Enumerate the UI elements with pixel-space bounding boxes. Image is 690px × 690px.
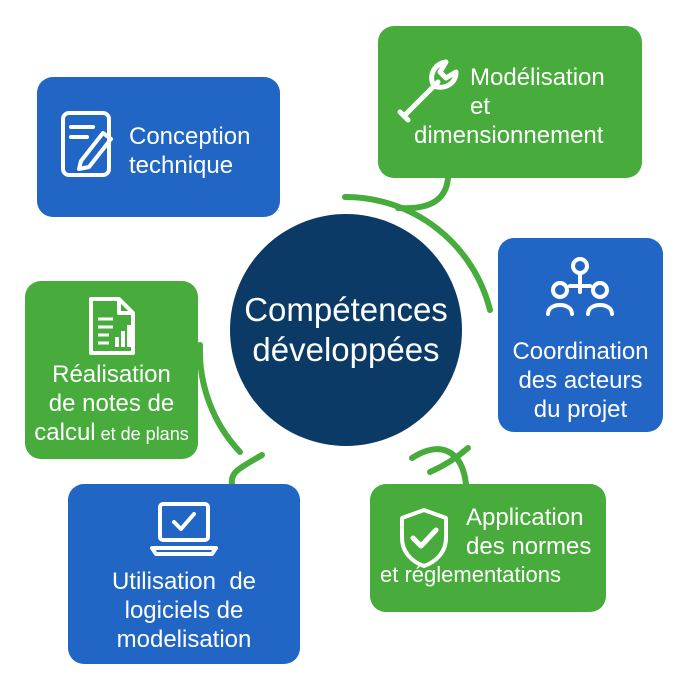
card-application-line3: et réglementations <box>380 561 561 587</box>
card-realisation: Réalisation de notes de calcul et de pla… <box>25 281 198 459</box>
connector-bottom-left-card <box>228 452 265 487</box>
card-modelisation: Modélisation et dimensionnement <box>378 26 642 178</box>
connector-arc-bottom-right <box>427 445 471 475</box>
card-realisation-line3-small: et de plans <box>95 423 189 444</box>
card-application: Application des normes et réglementation… <box>370 484 606 612</box>
laptop-check-icon <box>150 502 218 556</box>
center-title-line1: Compétences <box>244 291 448 329</box>
center-title-line2: développées <box>252 331 440 368</box>
calculation-sheet-icon <box>89 297 135 355</box>
card-coordination: Coordination des acteurs du projet <box>498 238 663 432</box>
card-realisation-line2: de notes de <box>48 389 175 417</box>
card-utilisation-line1: Utilisation de <box>111 568 257 595</box>
wrench-icon <box>397 59 459 123</box>
card-conception-line1: Conception <box>129 123 251 150</box>
card-application-line2: des normes <box>466 532 592 560</box>
card-utilisation-line2: logiciels de <box>124 596 244 624</box>
card-realisation-line3: calcul et de plans <box>25 419 198 448</box>
connector-arc-left <box>196 342 243 455</box>
pencil-document-icon <box>61 111 113 177</box>
shield-check-icon <box>400 508 448 568</box>
center-hub: Compétences développées <box>230 214 462 446</box>
card-modelisation-line1: Modélisation <box>470 64 605 91</box>
card-coordination-line3: du projet <box>533 395 628 423</box>
connector-bottom-right-card <box>409 446 469 487</box>
card-coordination-line1: Coordination <box>512 338 649 365</box>
card-application-line1: Application <box>466 504 584 531</box>
card-modelisation-line3: dimensionnement <box>414 121 604 149</box>
card-utilisation: Utilisation de logiciels de modelisation <box>68 484 300 664</box>
card-modelisation-line2: et <box>470 92 491 120</box>
card-realisation-line1: Réalisation <box>52 361 171 388</box>
card-conception-technique: Conception technique <box>37 77 280 217</box>
team-network-icon <box>546 257 614 316</box>
connector-top-right-card <box>395 175 451 212</box>
card-realisation-line3-main: calcul <box>34 418 96 446</box>
card-conception-line2: technique <box>129 151 234 179</box>
connector-arc-top-right <box>342 193 493 313</box>
card-coordination-line2: des acteurs <box>518 366 643 394</box>
card-utilisation-line3: modelisation <box>116 625 252 653</box>
